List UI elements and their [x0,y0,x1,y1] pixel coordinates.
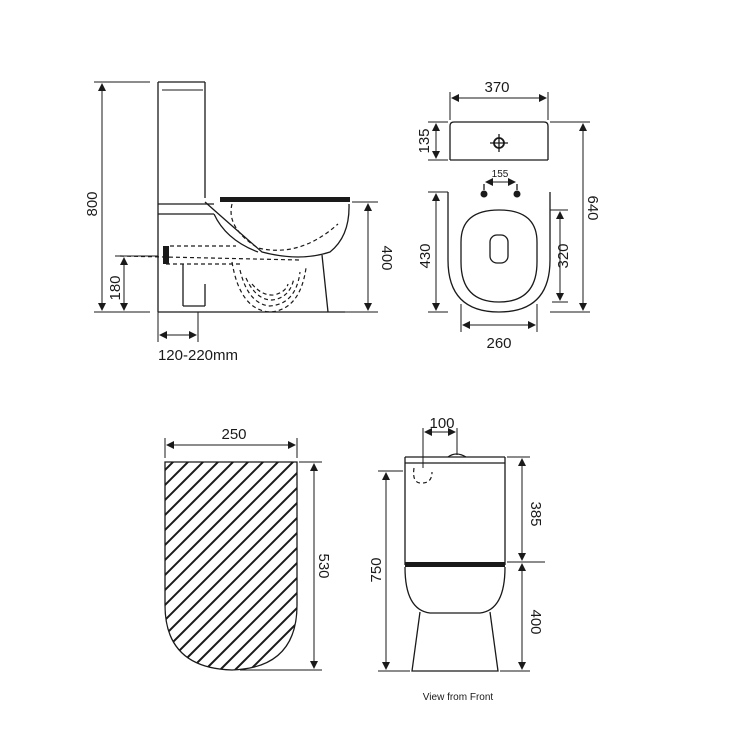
hatch-line [165,462,246,670]
dim-260-label: 260 [486,335,511,352]
hatch-line [165,462,297,670]
dim-pan-height: 400 [500,563,544,672]
hatch-line [355,450,575,670]
dim-750-label: 750 [368,557,385,582]
dim-180-label: 180 [107,275,124,300]
dim-cistern-depth: 135 [416,121,448,161]
hatch-line [165,462,297,670]
dim-100-label: 100 [429,415,454,432]
side-cistern-outline [157,81,206,312]
front-view-caption: View from Front [423,692,494,703]
dim-250-label: 250 [221,426,246,443]
dim-setout-label: 120-220mm [158,347,238,364]
hatch-line [165,462,297,670]
side-outlet-pipe [163,246,206,307]
hatch-line [234,462,297,670]
section-view: 250 530 [0,426,575,671]
dim-430-label: 430 [417,243,434,268]
top-seat-opening [460,209,538,303]
hatch-line [174,462,297,670]
section-outline [164,461,298,671]
dim-bowl-width: 260 [460,304,538,352]
dim-bowl-height: 400 [345,201,395,313]
hatch-line [0,450,155,670]
dim-530-label: 530 [315,553,332,578]
top-view: 370 135 155 430 320 [416,79,601,352]
hatch-line [165,462,276,670]
top-cistern-outline [449,121,549,160]
dim-bowl-depth: 430 [417,191,448,313]
hatch-line [165,462,201,670]
dim-top-width: 370 [449,79,549,120]
section-hatching [0,450,575,670]
hatch-line [189,462,297,670]
dim-overall-height: 800 [84,81,150,313]
dim-fixing-spacing: 155 [485,169,516,186]
front-pan-outline [404,566,506,614]
dim-135-label: 135 [416,128,433,153]
hatch-line [165,462,261,670]
dim-385-label: 385 [527,501,544,526]
hatch-line [219,462,297,670]
dim-640-label: 640 [584,195,601,220]
waste-outlet-icon [489,234,509,264]
dim-800-label: 800 [84,191,101,216]
dim-155-label: 155 [492,169,509,180]
hatch-line [0,450,140,670]
fixing-bolt-left-icon [480,190,488,198]
dim-400-front-label: 400 [527,609,544,634]
front-flush-valve-hidden [413,467,433,484]
hatch-line [310,450,530,670]
dim-section-height: 530 [240,461,332,671]
hatch-line [0,450,125,670]
flush-button-icon [490,134,508,152]
hatch-line [325,450,545,670]
front-seat [405,562,505,567]
front-cistern-outline [404,453,506,565]
hatch-line [165,462,297,670]
hatch-line [249,462,297,670]
side-pan-outline [158,201,350,313]
dim-370-label: 370 [484,79,509,96]
fixing-bolt-right-icon [513,190,521,198]
side-view: 800 180 400 120-220mm [84,81,395,364]
hatch-line [204,462,297,670]
hatch-line [165,462,216,670]
top-pan-outline [447,192,551,313]
hatch-line [165,462,171,670]
hatch-line [165,462,291,670]
dim-400-side-label: 400 [378,245,395,270]
dim-top-depth: 640 [550,121,601,313]
hatch-line [165,462,186,670]
side-seat [220,197,350,202]
dim-cistern-height: 385 [507,456,545,563]
dim-setout: 120-220mm [157,312,238,364]
dim-inlet-height: 180 [107,255,158,311]
hatch-line [165,462,231,670]
dim-button-offset: 100 [422,415,458,468]
side-trap-hidden-lines [119,203,339,313]
dim-section-width: 250 [164,426,298,458]
front-pedestal-outline [411,611,499,672]
dim-seat-opening: 320 [550,209,572,303]
front-view: 100 750 385 400 View from Front [368,415,545,703]
hatch-line [279,462,297,670]
dim-front-height: 750 [368,470,410,672]
dim-320-label: 320 [555,243,572,268]
hatch-line [165,462,297,670]
